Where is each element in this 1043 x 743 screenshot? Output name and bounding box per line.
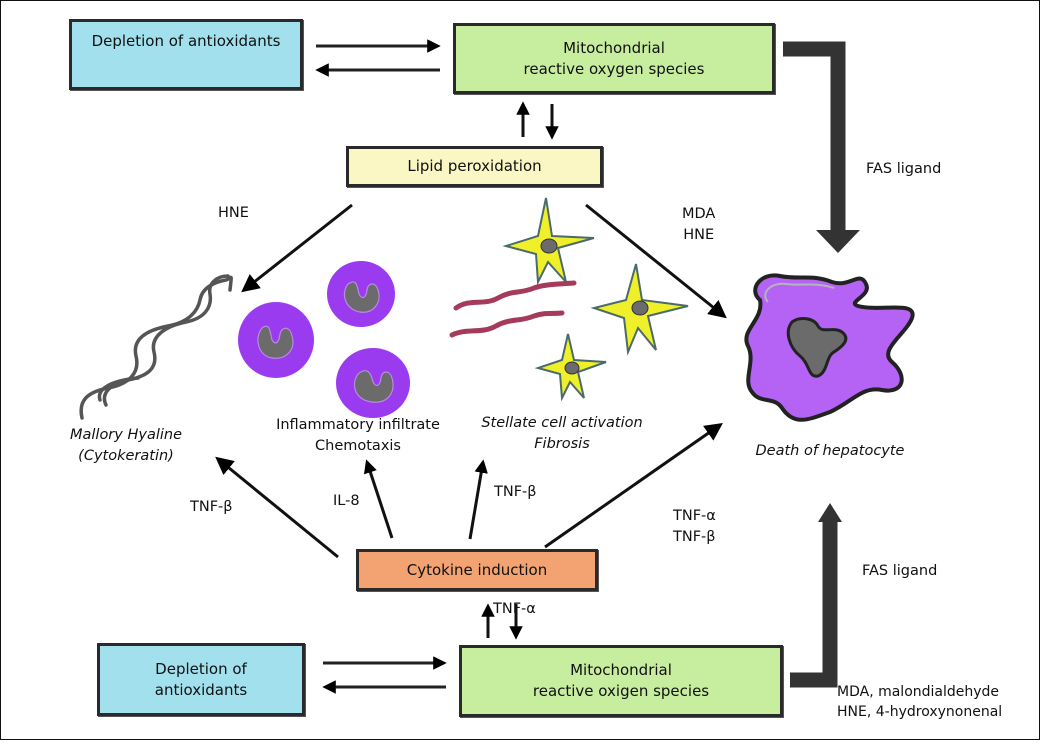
arrow-cytokine-to-death	[544, 422, 723, 549]
mito-ros-box-bottom: Mitochondrial reactive oxigen species	[459, 645, 783, 717]
stellate-cell-icon	[534, 333, 607, 402]
depletion-antioxidants-top-label: Depletion of antioxidants	[91, 32, 281, 50]
fas-ligand-bottom-label: FAS ligand	[862, 563, 938, 579]
mda-hne-label: MDA HNE	[682, 206, 716, 243]
tnf-alpha-bottom-label: TNF-α	[493, 601, 536, 617]
mito-ros-top-label: Mitochondrial reactive oxygen species	[523, 38, 705, 78]
tnf-beta-mid-label: TNF-β	[494, 484, 537, 500]
stellate-cell-icon	[590, 263, 689, 356]
il8-label: IL-8	[333, 493, 360, 509]
inflammatory-infiltrate-label: Inflammatory infiltrate Chemotaxis	[276, 417, 440, 454]
arrow-cytokine-to-stellate	[468, 459, 488, 540]
arrow-lipid-to-death	[585, 203, 727, 319]
collagen-fiber-icon	[449, 280, 577, 338]
tnf-alpha-beta-label: TNF-α TNF-β	[673, 508, 716, 545]
mallory-hyaline-filament-icon	[79, 274, 233, 420]
hepatocyte-icon	[744, 273, 915, 422]
depletion-antioxidants-bottom-label: Depletion of antioxidants	[154, 659, 248, 699]
death-of-hepatocyte-label: Death of hepatocyte	[755, 443, 905, 459]
hne-label: HNE	[218, 205, 249, 221]
lipid-peroxidation-box: Lipid peroxidation	[346, 146, 603, 187]
fas-ligand-top-label: FAS ligand	[866, 161, 942, 177]
abbreviation-legend: MDA, malondialdehyde HNE, 4-hydroxynonen…	[837, 684, 1003, 720]
fas-arrow-bottom	[790, 503, 842, 688]
arrow-cytokine-to-mallory	[215, 456, 339, 559]
stellate-cell-activation-label: Stellate cell activation Fibrosis	[481, 415, 643, 452]
lipid-peroxidation-label: Lipid peroxidation	[407, 157, 542, 175]
mito-ros-bottom-label: Mitochondrial reactive oxigen species	[532, 661, 710, 700]
neutrophil-icon	[238, 302, 314, 378]
tnf-beta-left-label: TNF-β	[190, 499, 233, 515]
neutrophil-icon	[327, 261, 395, 327]
depletion-antioxidants-box-top: Depletion of antioxidants	[69, 19, 303, 90]
depletion-antioxidants-box-bottom: Depletion of antioxidants	[97, 643, 305, 716]
mito-ros-box-top: Mitochondrial reactive oxygen species	[453, 23, 775, 94]
stellate-cell-icon	[502, 197, 595, 286]
arrow-lipid-to-mallory	[241, 203, 353, 293]
cytokine-induction-box: Cytokine induction	[356, 549, 598, 591]
mallory-hyaline-label: Mallory Hyaline (Cytokeratin)	[69, 427, 182, 464]
neutrophil-icon	[336, 348, 410, 418]
arrow-cytokine-to-inflammatory	[363, 459, 394, 539]
cytokine-induction-label: Cytokine induction	[406, 560, 548, 579]
fas-arrow-top	[783, 41, 860, 253]
